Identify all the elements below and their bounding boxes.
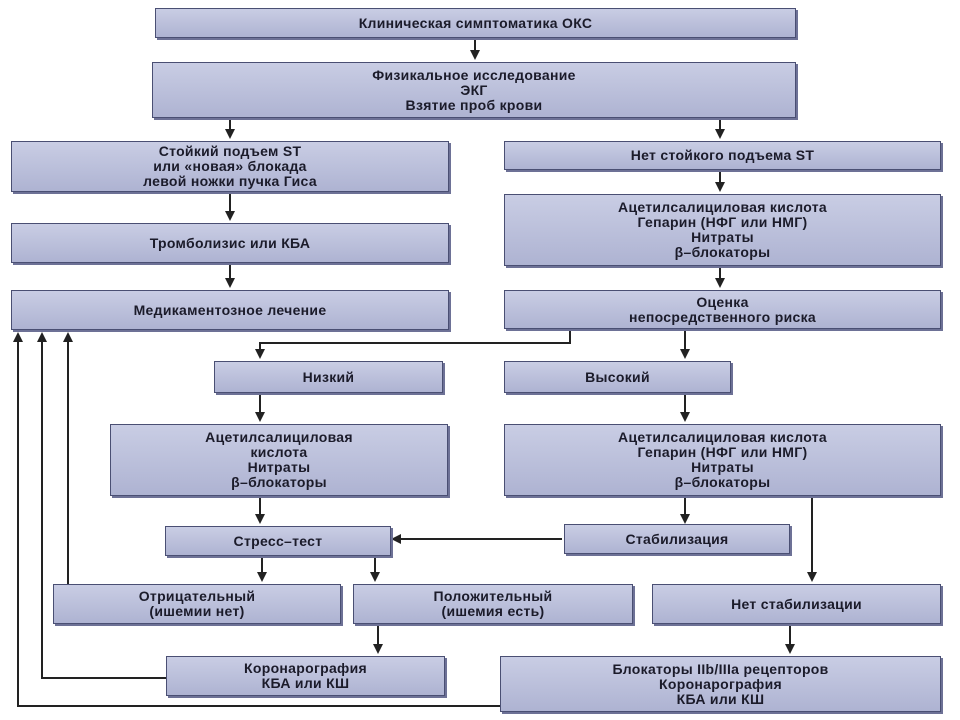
- node-text-line: Стресс–тест: [233, 532, 323, 549]
- node-text-line: Стойкий подъем ST: [158, 143, 302, 159]
- node-text-line: Отрицательный: [138, 588, 256, 604]
- node-text-line: Нитраты: [691, 459, 754, 475]
- node-text-line: КБА или КШ: [676, 690, 765, 707]
- node-positive: Положительный(ишемия есть): [353, 584, 633, 624]
- node-text-line: Гепарин (НФГ или НМГ): [637, 214, 808, 230]
- arrow-coronary-left-drugs: [37, 332, 168, 679]
- node-text-line: β–блокаторы: [231, 474, 327, 490]
- node-text-line: Нет стабилизации: [731, 595, 862, 612]
- node-text-line: Оценка: [696, 293, 749, 310]
- node-text-line: Клиническая симптоматика ОКС: [358, 14, 593, 31]
- node-negative: Отрицательный(ишемии нет): [53, 584, 341, 624]
- node-text-line: Положительный: [433, 588, 553, 604]
- node-no-stabilization: Нет стабилизации: [652, 584, 941, 624]
- node-text-line: или «новая» блокада: [153, 158, 307, 174]
- node-text-line: Нитраты: [247, 459, 311, 475]
- node-stabilization: Стабилизация: [564, 524, 790, 554]
- node-text-line: КБА или КШ: [261, 675, 350, 691]
- node-no-st: Нет стойкого подъема ST: [504, 141, 941, 170]
- node-low: Низкий: [214, 361, 443, 393]
- node-text-line: кислота: [250, 444, 308, 460]
- node-drug-therapy: Медикаментозное лечение: [11, 290, 449, 330]
- node-text-line: Высокий: [585, 368, 650, 385]
- node-text-line: Ацетилсалициловая кислота: [618, 429, 827, 445]
- node-text-line: Взятие проб крови: [405, 96, 543, 113]
- node-text-line: Блокаторы IIb/IIIa рецепторов: [612, 660, 829, 677]
- node-text-line: левой ножки пучка Гиса: [143, 173, 317, 189]
- arrow-coronary-right-drugs: [13, 332, 500, 707]
- node-text-line: ЭКГ: [460, 81, 488, 98]
- node-text-line: Тромболизис или КБА: [149, 234, 311, 251]
- node-clinical: Клиническая симптоматика ОКС: [155, 8, 796, 38]
- node-high: Высокий: [504, 361, 731, 393]
- node-text-line: Ацетилсалициловая: [205, 429, 353, 445]
- arrow-risk-low: [255, 329, 571, 359]
- node-text-line: Физикальное исследование: [372, 66, 576, 83]
- node-text-line: β–блокаторы: [674, 474, 771, 490]
- node-text-line: Низкий: [302, 368, 355, 385]
- node-thrombolysis: Тромболизис или КБА: [11, 223, 449, 263]
- node-text-line: Нитраты: [691, 229, 754, 245]
- node-stress: Стресс–тест: [165, 526, 391, 556]
- node-text-line: β–блокаторы: [674, 244, 771, 260]
- node-text-line: непосредственного риска: [629, 308, 816, 325]
- node-text-line: Нет стойкого подъема ST: [630, 147, 815, 163]
- node-text-line: Гепарин (НФГ или НМГ): [637, 444, 808, 460]
- node-text-line: Коронарография: [659, 675, 782, 692]
- node-text-line: (ишемия есть): [441, 603, 545, 619]
- node-text-line: Коронарография: [244, 660, 367, 676]
- node-text-line: Медикаментозное лечение: [133, 301, 327, 318]
- node-text-line: (ишемии нет): [149, 603, 245, 619]
- node-text-line: Ацетилсалициловая кислота: [618, 199, 827, 215]
- node-text-line: Стабилизация: [625, 530, 729, 547]
